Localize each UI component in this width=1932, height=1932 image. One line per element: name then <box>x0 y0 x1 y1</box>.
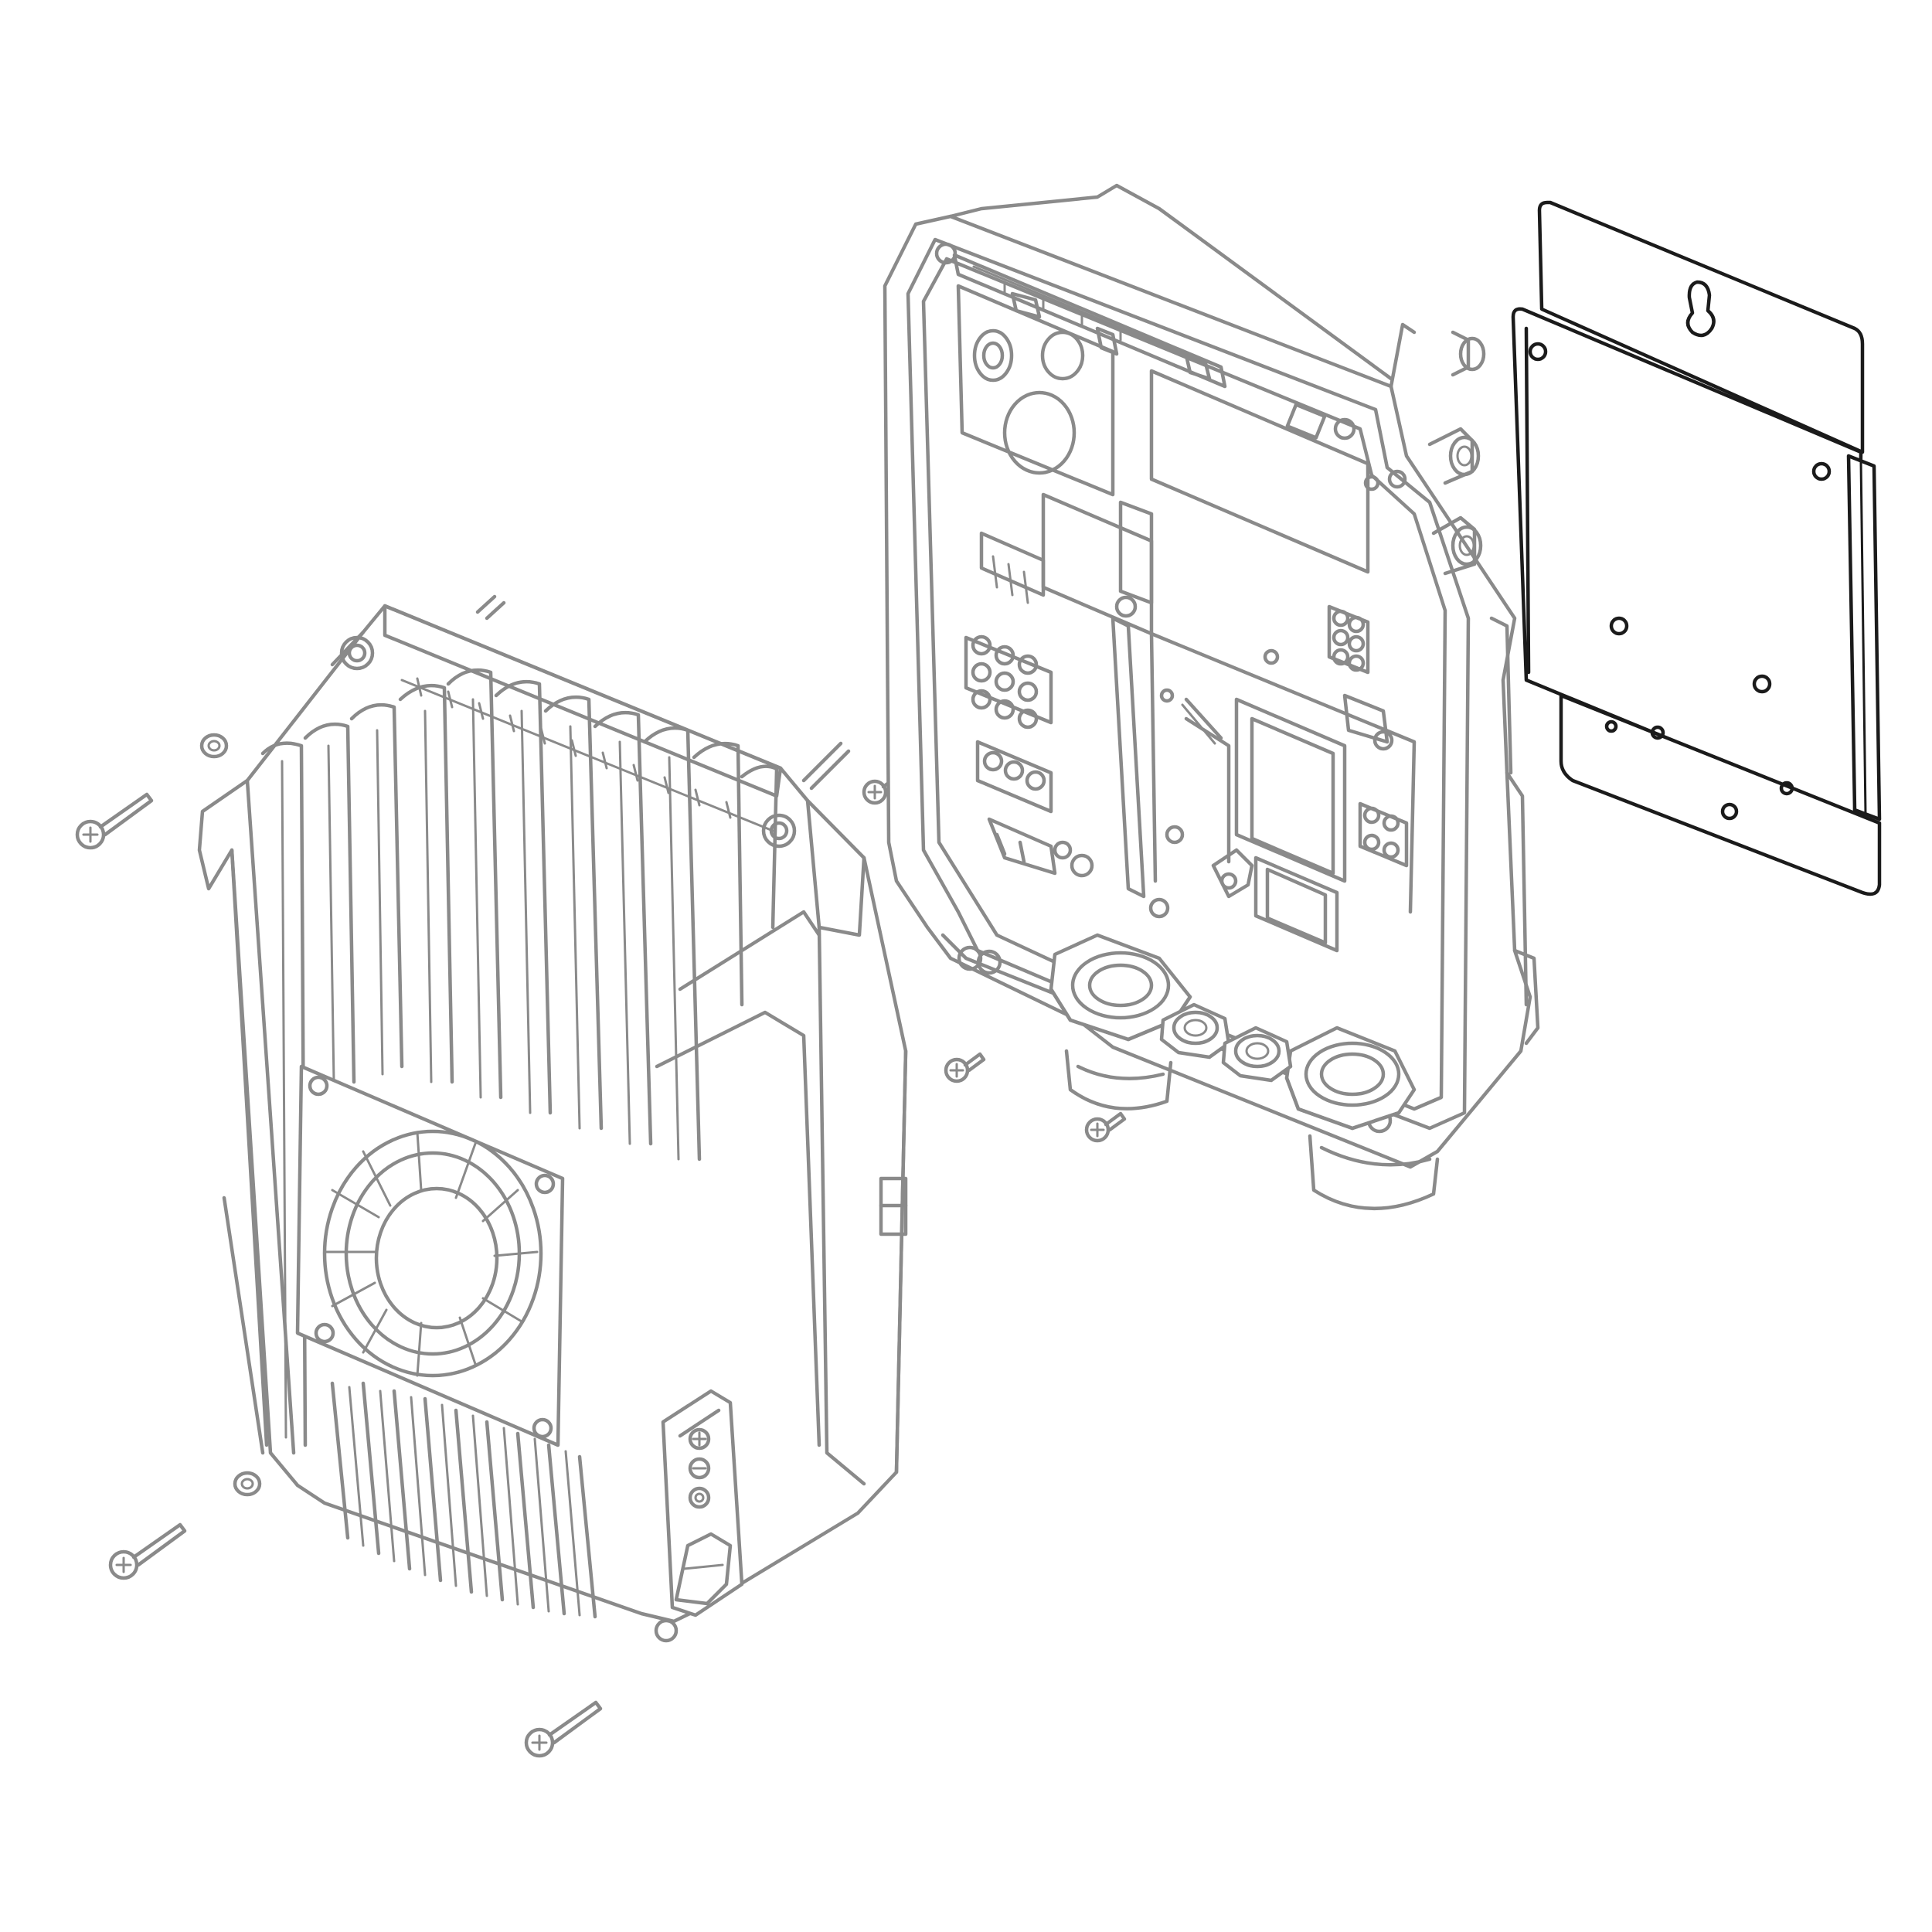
screw-icon <box>524 1700 603 1758</box>
large-gland-nut-icon <box>1049 933 1417 1131</box>
keyhole-slot-icon <box>1685 280 1716 338</box>
small-gland-nut-icon <box>1159 1002 1293 1083</box>
screw-icon <box>944 1052 986 1083</box>
terminal-block-icon <box>964 531 1094 878</box>
housing-shell <box>883 214 1532 1169</box>
drive-unit <box>197 594 908 1643</box>
mounting-plate <box>1511 200 1882 896</box>
keypad <box>661 1389 744 1617</box>
washer-icon <box>199 733 229 759</box>
heatsink-fins <box>260 668 779 1619</box>
screw-icon <box>75 792 154 850</box>
terminal-housing <box>883 183 1540 1210</box>
fan-guard-icon <box>295 1064 565 1447</box>
mounting-hole-icon <box>1528 342 1832 821</box>
washer-icon <box>233 1471 262 1497</box>
terminal-block-icon <box>1327 604 1409 868</box>
cable-gland-icon <box>1427 330 1486 576</box>
screw-icon <box>108 1522 187 1580</box>
screw-icon <box>1084 1111 1127 1143</box>
